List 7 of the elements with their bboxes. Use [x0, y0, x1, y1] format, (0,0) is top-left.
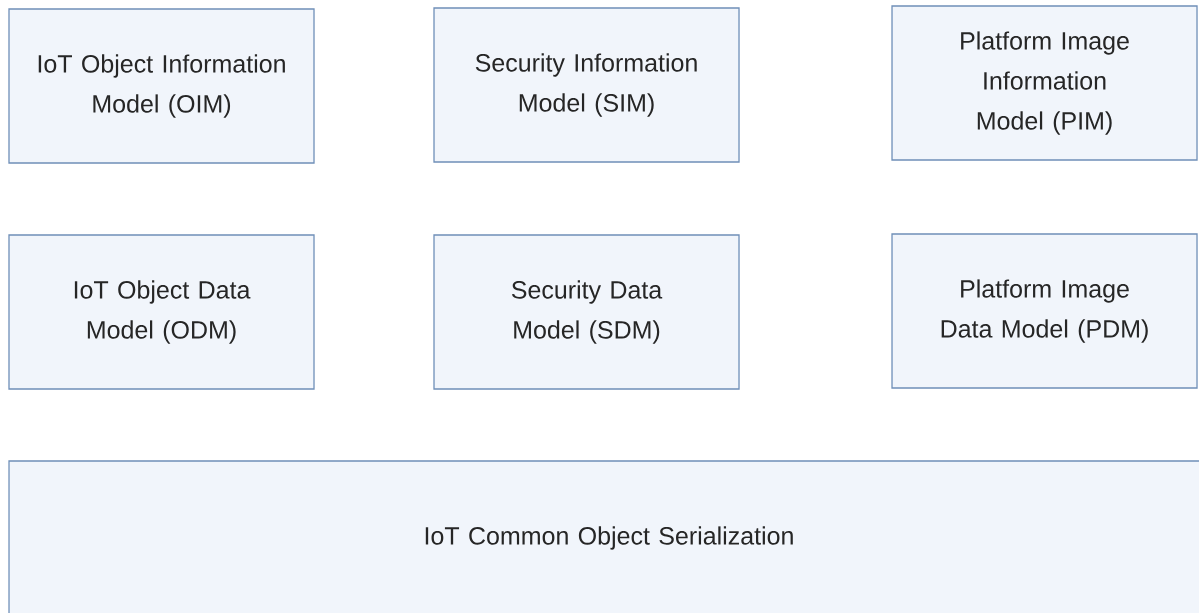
model-box: IoT Common Object Serialization [8, 460, 1199, 613]
model-box: IoT Object Data Model (ODM) [8, 234, 315, 390]
model-box: Platform Image Information Model (PIM) [891, 5, 1198, 161]
model-box: IoT Object Information Model (OIM) [8, 8, 315, 164]
model-box: Security Information Model (SIM) [433, 7, 740, 163]
model-box: Security Data Model (SDM) [433, 234, 740, 390]
model-box: Platform Image Data Model (PDM) [891, 233, 1198, 389]
